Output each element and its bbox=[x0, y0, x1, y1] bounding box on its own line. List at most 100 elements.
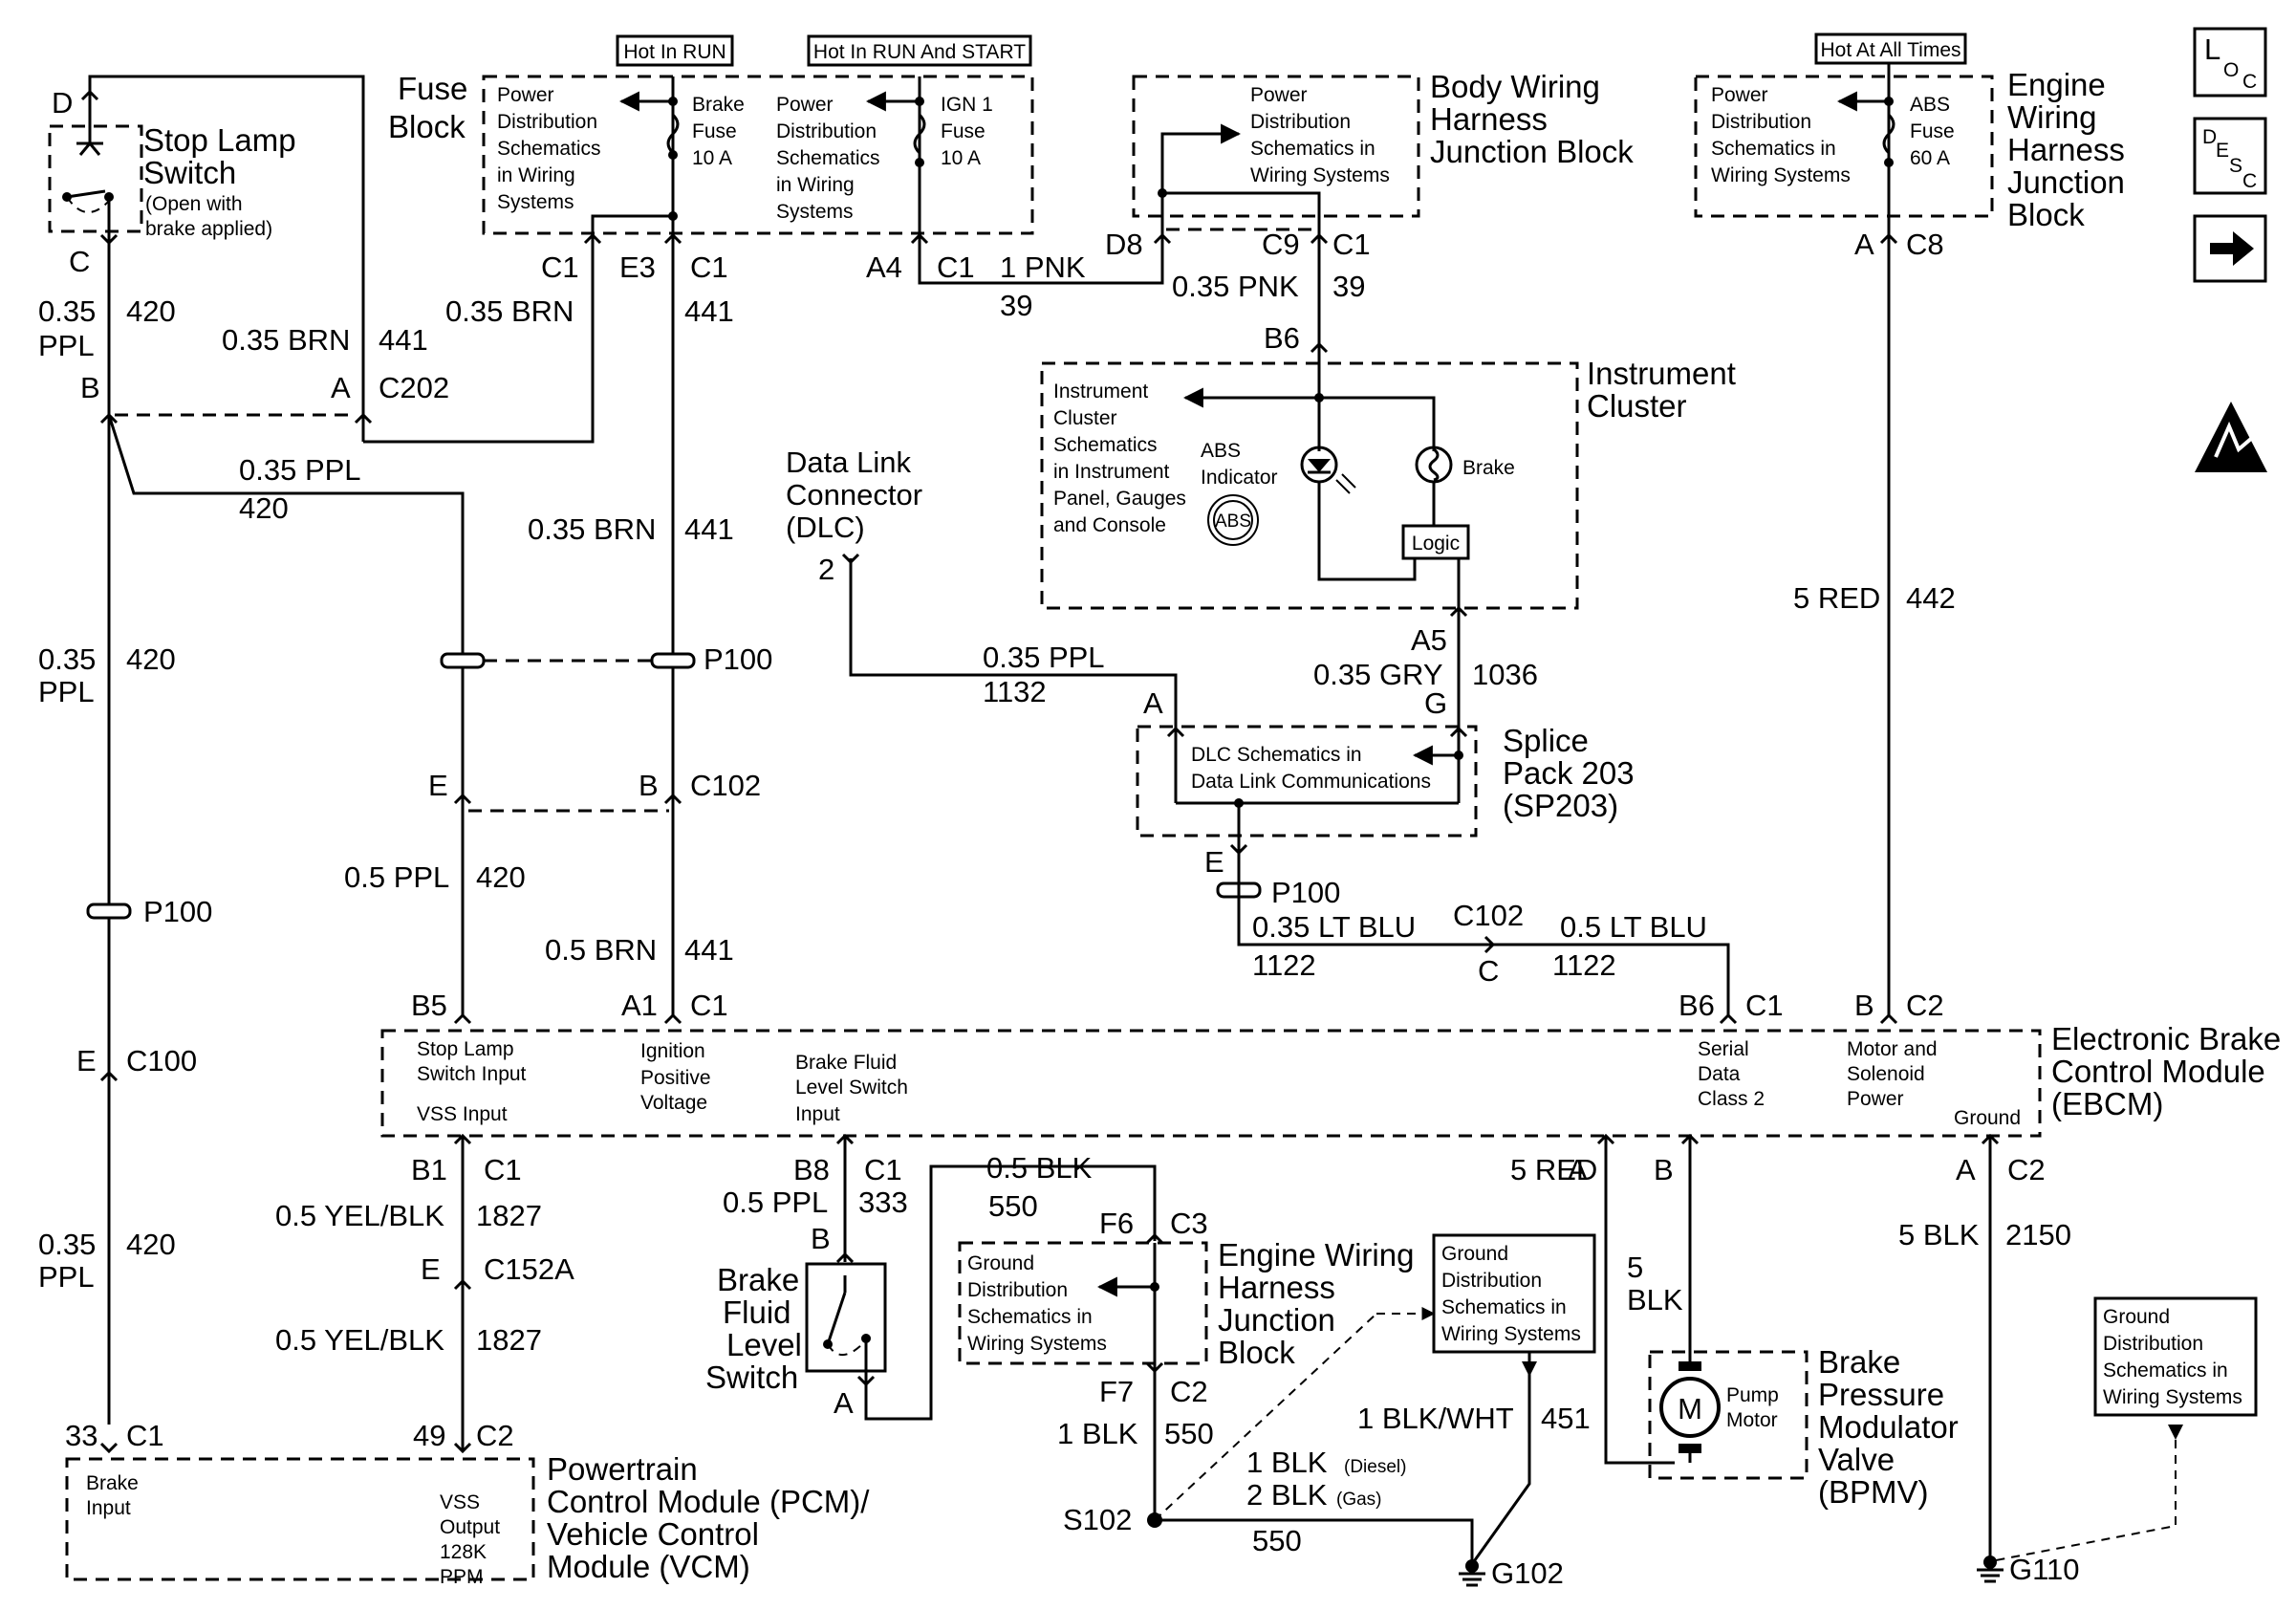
svg-text:Class 2: Class 2 bbox=[1698, 1088, 1765, 1110]
wire-420-branch bbox=[107, 414, 465, 1015]
pin-f7: F7 bbox=[1099, 1375, 1134, 1408]
svg-text:Schematics: Schematics bbox=[776, 147, 880, 169]
svg-text:(BPMV): (BPMV) bbox=[1818, 1474, 1929, 1510]
wire-550-ground bbox=[1155, 1518, 1474, 1564]
wire-label: 0.35 PNK bbox=[1172, 270, 1299, 303]
header-hot-in-run: Hot In RUN bbox=[616, 34, 734, 67]
svg-text:Brake: Brake bbox=[1462, 457, 1515, 479]
wire-label: 0.35 BRN bbox=[445, 294, 574, 328]
connector-p100-a bbox=[440, 652, 486, 669]
svg-text:Fuse: Fuse bbox=[692, 120, 737, 142]
svg-text:D: D bbox=[2202, 126, 2217, 148]
dlc-title: Data Link bbox=[786, 446, 911, 479]
svg-text:Power: Power bbox=[497, 84, 554, 106]
pin-a5: A5 bbox=[1411, 623, 1447, 657]
svg-text:(SP203): (SP203) bbox=[1503, 788, 1618, 823]
pin-e: E bbox=[421, 1252, 441, 1286]
svg-text:ABS: ABS bbox=[1215, 511, 1251, 532]
wire-size: 0.35 bbox=[38, 1228, 96, 1261]
svg-text:Junction Block: Junction Block bbox=[1430, 134, 1634, 169]
arrow-right-icon[interactable] bbox=[2193, 214, 2267, 283]
connector-c1: C1 bbox=[937, 250, 975, 284]
svg-text:Pressure: Pressure bbox=[1818, 1377, 1944, 1412]
connector-c1: C1 bbox=[126, 1419, 164, 1452]
wire-color: PPL bbox=[38, 329, 95, 362]
wire-label: 1 BLK/WHT bbox=[1357, 1402, 1514, 1435]
circuit-number: 451 bbox=[1541, 1402, 1591, 1435]
pin-b1: B1 bbox=[411, 1153, 447, 1186]
svg-text:Fuse: Fuse bbox=[1910, 120, 1955, 142]
svg-text:O: O bbox=[2223, 59, 2239, 81]
svg-text:Stop Lamp: Stop Lamp bbox=[143, 122, 296, 158]
svg-text:DLC Schematics in: DLC Schematics in bbox=[1191, 744, 1362, 766]
circuit-number: 333 bbox=[858, 1186, 908, 1219]
svg-text:Junction: Junction bbox=[2007, 164, 2125, 200]
svg-text:Wiring Systems: Wiring Systems bbox=[967, 1333, 1107, 1355]
dlc-title: (DLC) bbox=[786, 511, 865, 544]
svg-text:E: E bbox=[2216, 140, 2229, 162]
svg-text:Ground: Ground bbox=[1441, 1243, 1508, 1265]
pin-b: B bbox=[80, 371, 100, 404]
svg-text:Electronic Brake: Electronic Brake bbox=[2051, 1021, 2281, 1056]
circuit-number: 1122 bbox=[1552, 948, 1616, 982]
wire-label: 0.35 PPL bbox=[983, 641, 1105, 674]
connector-chevrons bbox=[80, 89, 2000, 1454]
svg-text:PPM: PPM bbox=[440, 1566, 484, 1588]
connector-c1: C1 bbox=[864, 1153, 902, 1186]
svg-text:M: M bbox=[1678, 1392, 1702, 1425]
svg-text:(Open with: (Open with bbox=[145, 193, 243, 215]
svg-text:Splice: Splice bbox=[1503, 723, 1589, 758]
ebcm-module: Stop Lamp Switch Input VSS Input Ignitio… bbox=[380, 1021, 2281, 1138]
dashed-ground-link bbox=[1154, 1313, 1377, 1521]
svg-text:Engine Wiring: Engine Wiring bbox=[1218, 1237, 1414, 1273]
circuit-number: 1122 bbox=[1252, 948, 1316, 982]
wire-color: PPL bbox=[38, 675, 95, 708]
connector-c1: C1 bbox=[541, 250, 579, 284]
wire-label: 0.35 BRN bbox=[222, 323, 350, 357]
wire-label: 0.35 GRY bbox=[1313, 658, 1443, 691]
svg-text:Switch: Switch bbox=[705, 1360, 798, 1395]
svg-text:Wiring Systems: Wiring Systems bbox=[1441, 1323, 1581, 1345]
svg-text:Power: Power bbox=[776, 94, 834, 116]
svg-text:Systems: Systems bbox=[776, 201, 854, 223]
svg-text:Solenoid: Solenoid bbox=[1847, 1063, 1925, 1085]
svg-text:Junction: Junction bbox=[1218, 1302, 1335, 1338]
pin-33: 33 bbox=[65, 1419, 97, 1452]
connector-c202: C202 bbox=[379, 371, 449, 404]
wire-size: 0.35 bbox=[38, 294, 96, 328]
pin-a: A bbox=[834, 1386, 854, 1420]
pin-2: 2 bbox=[818, 553, 834, 586]
svg-text:Pump: Pump bbox=[1726, 1384, 1779, 1406]
esd-warning-icon bbox=[2195, 402, 2267, 472]
loc-icon[interactable]: LOC bbox=[2193, 27, 2267, 98]
wire-color: BLK bbox=[1627, 1283, 1683, 1316]
svg-text:Output: Output bbox=[440, 1516, 500, 1538]
brake-lamp-icon bbox=[1415, 446, 1453, 484]
wire-variant: (Diesel) bbox=[1344, 1457, 1406, 1477]
pin-b: B bbox=[1854, 989, 1874, 1022]
wire-451 bbox=[1470, 1377, 1531, 1565]
wire-label: 0.5 YEL/BLK bbox=[275, 1323, 444, 1357]
svg-text:Hot At All Times: Hot At All Times bbox=[1820, 39, 1960, 61]
svg-text:(EBCM): (EBCM) bbox=[2051, 1086, 2163, 1121]
svg-text:Wiring Systems: Wiring Systems bbox=[2103, 1386, 2242, 1408]
connector-c2: C2 bbox=[2007, 1153, 2046, 1186]
svg-text:Cluster: Cluster bbox=[1053, 407, 1117, 429]
dashed-ground-link-2 bbox=[1995, 1440, 2177, 1561]
svg-text:Powertrain: Powertrain bbox=[547, 1451, 698, 1487]
circuit-number: 442 bbox=[1906, 581, 1956, 615]
fuse-block: Fuse Block Power Distribution Schematics… bbox=[388, 71, 1034, 241]
svg-text:Schematics in: Schematics in bbox=[2103, 1360, 2228, 1382]
pin-e: E bbox=[1204, 845, 1224, 879]
wire-label: 1 BLK bbox=[1057, 1417, 1138, 1450]
pin-a1: A1 bbox=[621, 989, 658, 1022]
ground-g110-icon bbox=[1977, 1556, 2004, 1583]
circuit-number: 39 bbox=[1332, 270, 1365, 303]
pin-a4: A4 bbox=[866, 250, 902, 284]
svg-text:Voltage: Voltage bbox=[640, 1092, 707, 1114]
wire-441-c202 bbox=[363, 235, 595, 444]
splice-pack-203: DLC Schematics in Data Link Communicatio… bbox=[1136, 723, 1635, 845]
wire-label: 0.5 BLK bbox=[986, 1151, 1093, 1185]
